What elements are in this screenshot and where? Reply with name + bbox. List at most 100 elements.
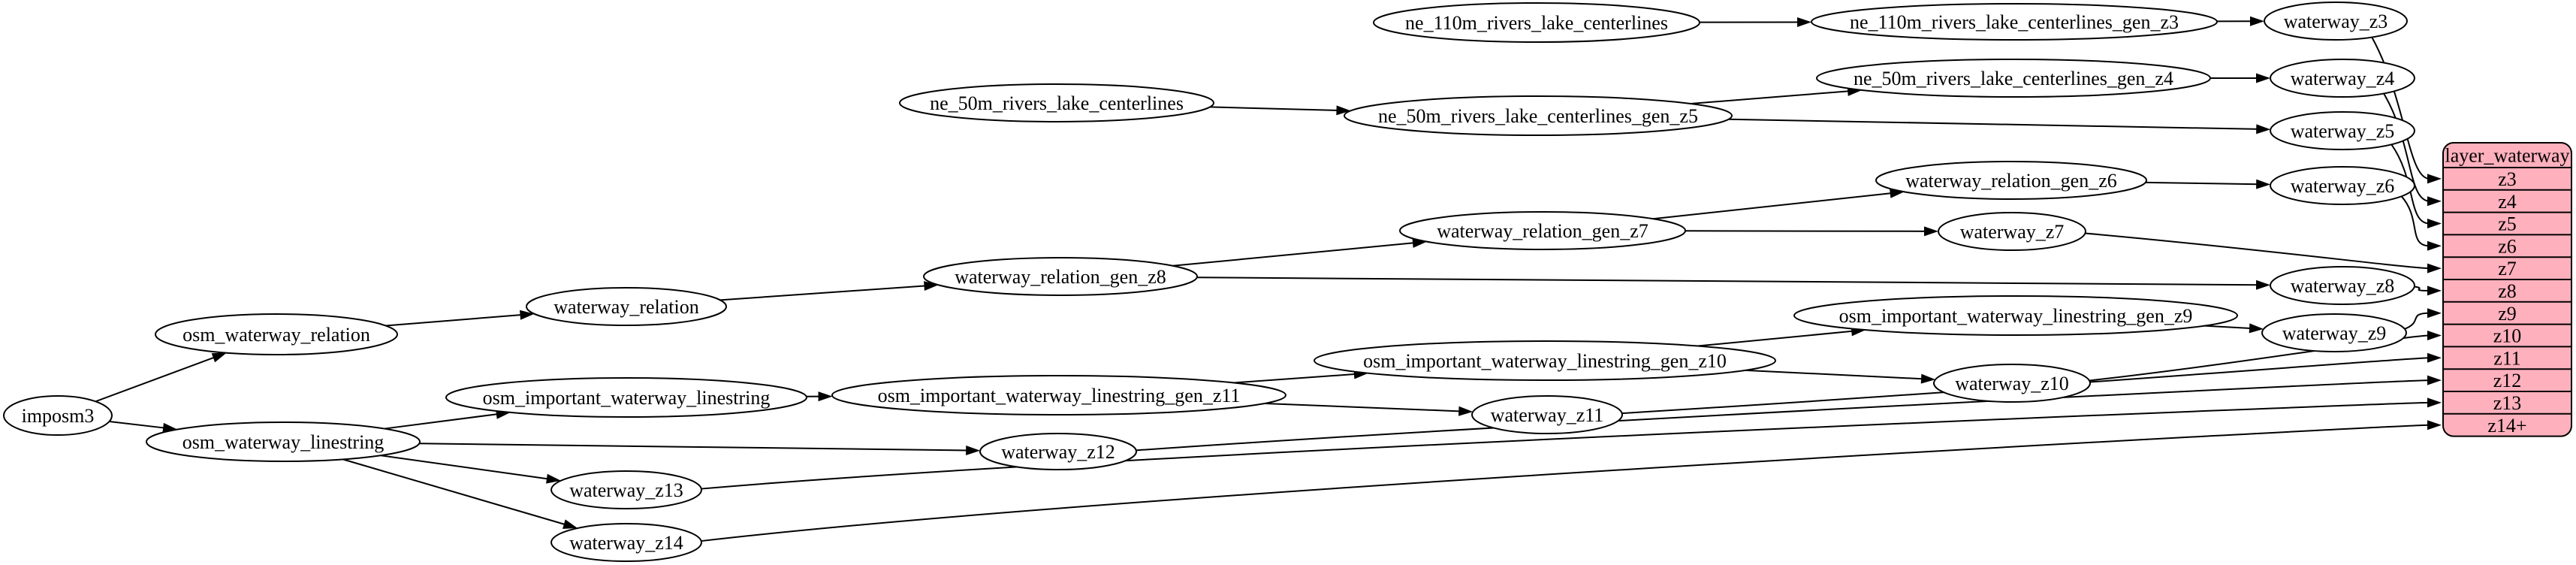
arrowhead	[2427, 352, 2442, 363]
arrowhead	[2427, 219, 2442, 228]
edge-path	[2404, 312, 2430, 330]
node-imposm3-label: imposm3	[22, 405, 95, 427]
edge-path	[109, 420, 167, 429]
arrowhead	[1920, 373, 1936, 384]
arrowhead	[2249, 323, 2264, 334]
node-waterway_relation_gen_z8: waterway_relation_gen_z8	[923, 257, 1198, 296]
node-waterway_relation_gen_z6: waterway_relation_gen_z6	[1875, 161, 2147, 200]
node-waterway_z13: waterway_z13	[550, 470, 702, 509]
edge-path	[1697, 330, 1855, 347]
node-osm_waterway_relation-shape	[155, 313, 398, 355]
edge-osm_waterway_linestring-to-waterway_z12	[419, 443, 981, 455]
node-waterway_z7-label: waterway_z7	[1960, 221, 2065, 243]
arrowhead	[1923, 226, 1939, 237]
table-row-z8: z8	[2498, 280, 2517, 302]
table-row-z10: z10	[2493, 325, 2522, 347]
node-waterway_relation_gen_z7-shape	[1399, 211, 1686, 250]
edge-path	[1136, 379, 2430, 452]
edge-waterway_z11-to-layer_waterway-z11	[1621, 352, 2442, 415]
node-osm_important_waterway_linestring-label: osm_important_waterway_linestring	[483, 387, 771, 409]
node-waterway_z5-shape	[2270, 111, 2415, 150]
node-ne_110m_rivers_lake_centerlines_gen_z3: ne_110m_rivers_lake_centerlines_gen_z3	[1811, 3, 2218, 41]
edge-waterway_relation_gen_z6-to-waterway_z6	[2145, 179, 2271, 189]
arrowhead	[2427, 174, 2442, 184]
node-ne_110m_rivers_lake_centerlines: ne_110m_rivers_lake_centerlines	[1373, 2, 1700, 43]
edge-ne_50m_rivers_lake_centerlines_gen_z5-to-ne_50m_rivers_lake_centerlines_gen_z4	[1690, 86, 1863, 104]
table-row-z9: z9	[2498, 303, 2517, 325]
node-osm_waterway_linestring-shape	[146, 421, 421, 462]
node-ne_110m_rivers_lake_centerlines_gen_z3-shape	[1811, 3, 2218, 41]
arrowhead	[2256, 124, 2271, 134]
arrowhead	[211, 352, 227, 363]
node-osm_waterway_linestring: osm_waterway_linestring	[146, 421, 421, 462]
node-waterway_z14: waterway_z14	[550, 523, 702, 562]
edge-ne_50m_rivers_lake_centerlines_gen_z4-to-waterway_z4	[2210, 73, 2270, 83]
edge-waterway_z7-to-layer_waterway-z7	[2085, 232, 2442, 273]
edge-path	[1172, 242, 1416, 267]
node-waterway_z5-label: waterway_z5	[2291, 120, 2395, 142]
node-waterway_relation_gen_z8-label: waterway_relation_gen_z8	[955, 266, 1166, 288]
edge-path	[384, 412, 499, 430]
edge-path	[719, 285, 928, 301]
edge-osm_important_waterway_linestring_gen_z10-to-waterway_z10	[1745, 369, 1936, 384]
node-waterway_z10-label: waterway_z10	[1955, 373, 2069, 394]
node-ne_50m_rivers_lake_centerlines_gen_z5-label: ne_50m_rivers_lake_centerlines_gen_z5	[1378, 105, 1698, 127]
edge-waterway_z8-to-layer_waterway-z8	[2414, 286, 2442, 296]
node-osm_waterway_relation: osm_waterway_relation	[155, 313, 398, 355]
edge-path	[1653, 192, 1893, 220]
node-osm_important_waterway_linestring_gen_z10: osm_important_waterway_linestring_gen_z1…	[1314, 340, 1776, 381]
node-waterway_z14-shape	[550, 523, 702, 562]
node-osm_important_waterway_linestring_gen_z10-shape	[1314, 340, 1776, 381]
node-waterway_z4-label: waterway_z4	[2291, 68, 2395, 89]
edge-osm_important_waterway_linestring-to-osm_important_waterway_linestring_gen_z11	[806, 391, 833, 402]
edge-path	[2145, 181, 2260, 186]
arrowhead	[2256, 73, 2270, 83]
edge-waterway_relation_gen_z7-to-waterway_z7	[1685, 226, 1939, 237]
table-row-z4: z4	[2498, 191, 2517, 213]
edge-path	[1210, 106, 1340, 111]
node-waterway_relation_gen_z6-label: waterway_relation_gen_z6	[1905, 170, 2117, 192]
table-row-z3: z3	[2498, 168, 2517, 190]
edge-path	[342, 458, 568, 526]
arrowhead	[924, 281, 939, 292]
node-osm_important_waterway_linestring_gen_z11-label: osm_important_waterway_linestring_gen_z1…	[878, 385, 1241, 406]
edge-path	[1233, 373, 1357, 384]
edge-path	[2414, 286, 2430, 292]
arrowhead	[2427, 286, 2442, 296]
edge-waterway_z13-to-layer_waterway-z13	[701, 397, 2442, 490]
table-row-z14+: z14+	[2487, 415, 2526, 437]
node-ne_50m_rivers_lake_centerlines_gen_z5: ne_50m_rivers_lake_centerlines_gen_z5	[1344, 95, 1733, 136]
node-ne_50m_rivers_lake_centerlines_gen_z4: ne_50m_rivers_lake_centerlines_gen_z4	[1816, 59, 2211, 98]
edge-waterway_z9-to-layer_waterway-z9	[2404, 308, 2442, 330]
edge-waterway_relation_gen_z8-to-waterway_z8	[1196, 276, 2271, 290]
edge-layer	[95, 16, 2442, 542]
node-waterway_z12-label: waterway_z12	[1001, 441, 1115, 463]
node-ne_110m_rivers_lake_centerlines-shape	[1373, 2, 1700, 43]
node-waterway_z6: waterway_z6	[2270, 166, 2415, 205]
node-waterway_z13-label: waterway_z13	[569, 479, 683, 501]
node-osm_waterway_linestring-label: osm_waterway_linestring	[182, 431, 385, 453]
edge-path	[1728, 118, 2260, 130]
arrowhead	[2427, 263, 2442, 273]
node-waterway_z9: waterway_z9	[2261, 313, 2407, 352]
node-ne_50m_rivers_lake_centerlines-label: ne_50m_rivers_lake_centerlines	[930, 92, 1184, 114]
node-waterway_relation-shape	[526, 287, 727, 326]
node-waterway_z4: waterway_z4	[2270, 59, 2415, 98]
edge-ne_50m_rivers_lake_centerlines_gen_z5-to-waterway_z5	[1728, 118, 2271, 134]
node-ne_50m_rivers_lake_centerlines-shape	[899, 83, 1214, 122]
node-waterway_z3-shape	[2264, 2, 2408, 41]
node-waterway_relation_gen_z6-shape	[1875, 161, 2147, 200]
arrowhead	[2427, 308, 2442, 319]
table-row-z11: z11	[2493, 347, 2521, 369]
node-waterway_relation-label: waterway_relation	[554, 296, 698, 318]
edge-osm_waterway_linestring-to-waterway_z13	[380, 455, 561, 484]
node-waterway_z14-label: waterway_z14	[569, 532, 683, 554]
edge-path	[2400, 195, 2430, 247]
edge-path	[1690, 90, 1851, 104]
edge-waterway_relation-to-waterway_relation_gen_z8	[719, 281, 939, 301]
edge-path	[2085, 232, 2430, 270]
node-waterway_z3: waterway_z3	[2264, 2, 2408, 41]
arrowhead	[1797, 17, 1812, 27]
node-osm_important_waterway_linestring_gen_z10-label: osm_important_waterway_linestring_gen_z1…	[1363, 350, 1727, 372]
node-osm_important_waterway_linestring_gen_z11-shape	[831, 375, 1286, 415]
